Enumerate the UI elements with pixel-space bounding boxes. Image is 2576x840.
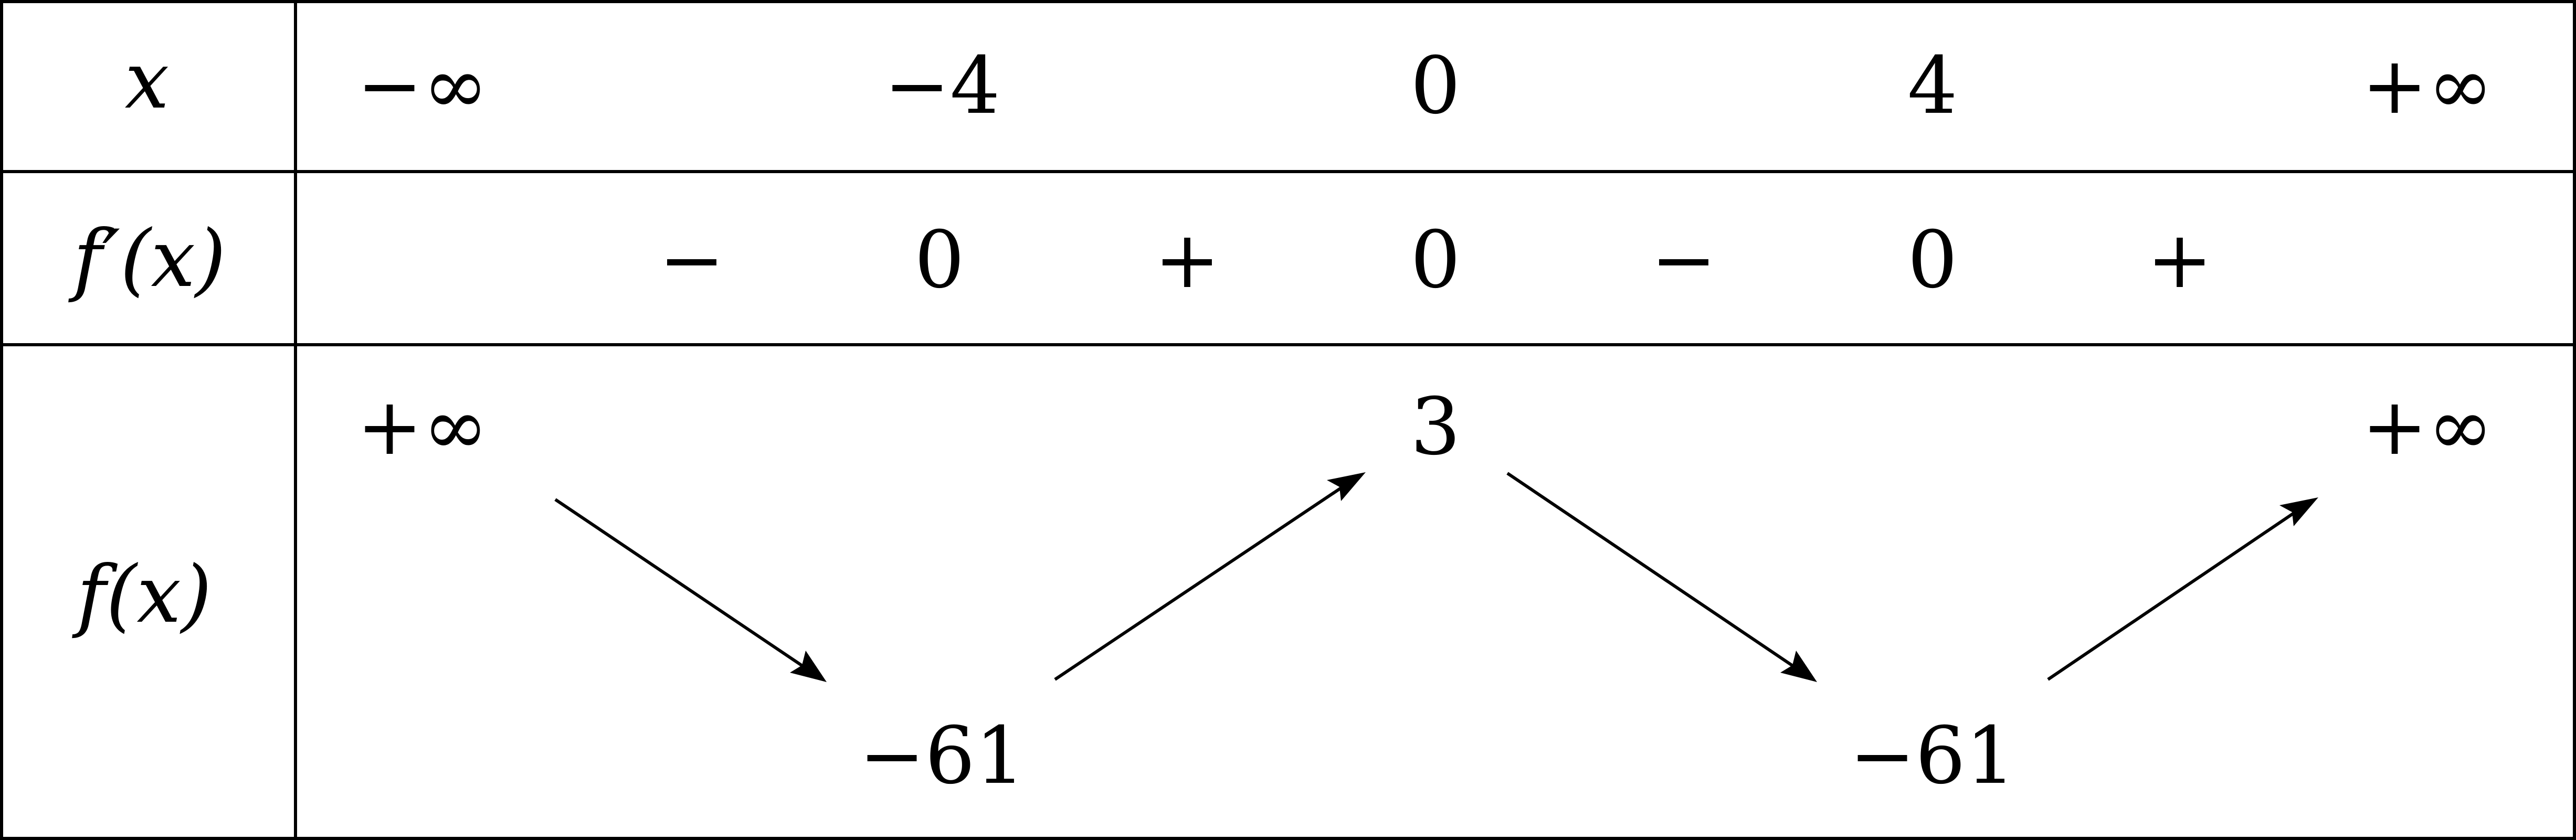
zero-3: 0	[1907, 215, 1957, 306]
f-start-value: +∞	[357, 381, 489, 473]
arrow-increasing-1	[1054, 472, 1366, 681]
x-value-pos-inf: +∞	[2362, 40, 2494, 132]
f-end-value: +∞	[2362, 381, 2494, 473]
x-value-4: 4	[1907, 40, 1957, 132]
f-prime-label: f′(x)	[68, 214, 226, 305]
f-label: f(x)	[71, 549, 212, 641]
zero-1: 0	[914, 215, 964, 306]
arrow-decreasing-2	[1506, 472, 1817, 682]
sign-1: −	[659, 215, 725, 306]
sign-2: +	[1154, 215, 1220, 306]
x-label: x	[125, 35, 170, 126]
x-value-neg-inf: −∞	[357, 40, 489, 132]
arrow-decreasing-1	[554, 498, 827, 682]
sign-3: −	[1651, 215, 1717, 306]
zero-2: 0	[1410, 215, 1460, 306]
f-max-value: 3	[1410, 381, 1460, 473]
f-min-right-value: −61	[1850, 710, 2016, 802]
sign-4: +	[2147, 215, 2213, 306]
arrow-increasing-2	[2047, 497, 2318, 681]
x-value-0: 0	[1410, 40, 1460, 132]
x-value-neg-4: −4	[884, 40, 1000, 132]
f-min-left-value: −61	[859, 710, 1026, 802]
